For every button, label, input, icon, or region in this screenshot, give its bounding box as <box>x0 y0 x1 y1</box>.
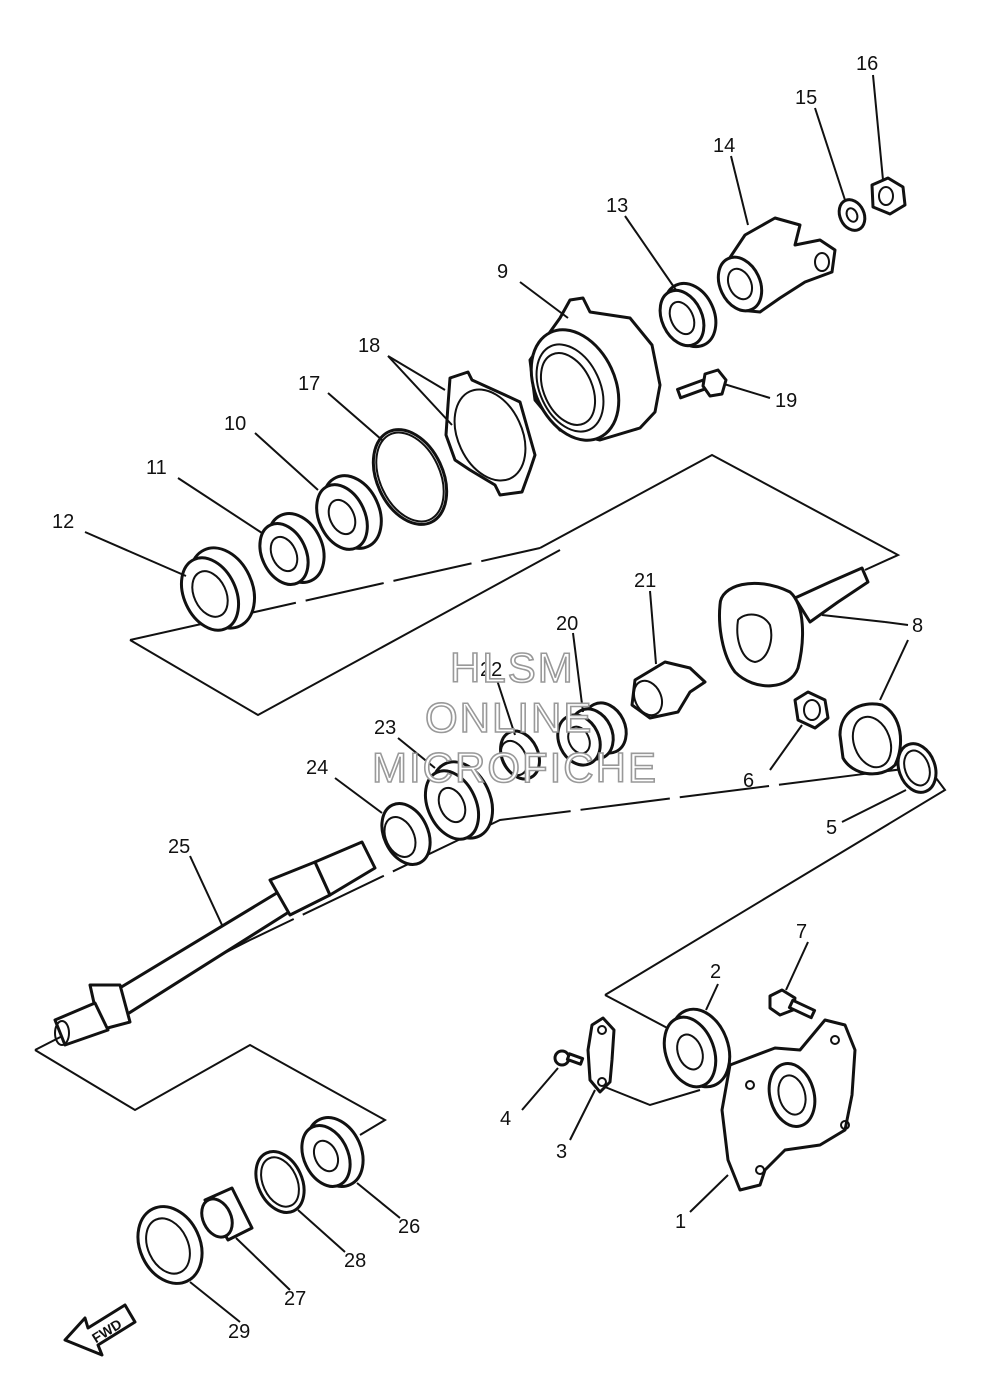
part-15-washer <box>837 198 867 232</box>
callout-8: 8 <box>912 615 923 637</box>
frame-lower <box>34 1043 387 1136</box>
watermark-line-3: MICROFICHE <box>372 744 658 791</box>
part-8-gear-set <box>718 566 903 776</box>
part-17-o-ring <box>371 428 449 526</box>
part-3-plate <box>586 1016 616 1094</box>
part-9-housing <box>528 296 662 442</box>
frame-upper-left <box>129 549 561 717</box>
part-16-nut <box>870 176 907 216</box>
part-21-coupling <box>630 660 707 720</box>
watermark-line-2: ONLINE <box>425 694 593 741</box>
part-27-collar <box>200 1186 254 1242</box>
callout-6: 6 <box>743 770 754 792</box>
callout-15: 15 <box>795 87 817 109</box>
part-10-bearing <box>315 474 383 551</box>
part-1-bracket <box>720 1018 857 1192</box>
part-26-bearing <box>300 1116 365 1188</box>
callout-5: 5 <box>826 817 837 839</box>
callout-10: 10 <box>224 413 246 435</box>
callout-12: 12 <box>52 511 74 533</box>
callout-20: 20 <box>556 613 578 635</box>
callout-11: 11 <box>146 457 167 479</box>
callout-16: 16 <box>856 53 878 75</box>
callout-29: 29 <box>228 1321 250 1343</box>
part-6-nut <box>793 690 830 730</box>
callout-24: 24 <box>306 757 328 779</box>
leader-lines <box>84 74 909 1323</box>
part-28-circlip <box>254 1150 306 1214</box>
callout-22: 22 <box>480 659 502 681</box>
callout-1: 1 <box>675 1211 686 1233</box>
part-29-oil-seal <box>136 1205 204 1285</box>
part-24-oil-seal <box>380 802 432 866</box>
part-22-collar <box>499 729 541 781</box>
callout-26: 26 <box>398 1216 420 1238</box>
part-4-screw <box>553 1049 585 1067</box>
callout-19: 19 <box>775 390 797 412</box>
callout-13: 13 <box>606 195 628 217</box>
callout-2: 2 <box>710 961 721 983</box>
frame-upper-diag <box>129 547 541 641</box>
part-19-bolt <box>676 368 728 400</box>
frame-upper-right <box>539 453 901 571</box>
part-14-yoke <box>716 216 837 314</box>
frame-right-bottom <box>599 1084 701 1107</box>
watermark-line-1: HLSM <box>450 644 575 691</box>
part-23-bearing <box>423 760 494 841</box>
callout-4: 4 <box>500 1108 511 1130</box>
callout-17: 17 <box>298 373 320 395</box>
callout-21: 21 <box>634 570 656 592</box>
callouts: 12 11 10 17 18 9 13 14 15 16 19 8 21 20 … <box>52 53 923 1343</box>
callout-3: 3 <box>556 1141 567 1163</box>
callout-14: 14 <box>713 135 735 157</box>
frame-right-upper <box>604 769 947 996</box>
part-12-bearing <box>179 546 256 632</box>
part-7-bolt <box>768 988 817 1020</box>
part-18-shim <box>444 370 537 497</box>
watermark: HLSM ONLINE MICROFICHE <box>371 643 658 792</box>
part-20-spring <box>556 701 628 767</box>
part-13-oil-seal <box>658 281 718 349</box>
part-11-nut <box>258 512 326 586</box>
callout-9: 9 <box>497 261 508 283</box>
callout-23: 23 <box>374 717 396 739</box>
callout-27: 27 <box>284 1288 306 1310</box>
fwd-arrow-icon: FWD <box>63 1303 137 1357</box>
part-2-bearing <box>662 1007 732 1089</box>
callout-18: 18 <box>358 335 380 357</box>
part-25-shaft <box>53 840 377 1047</box>
callout-25: 25 <box>168 836 190 858</box>
callout-7: 7 <box>796 921 807 943</box>
callout-28: 28 <box>344 1250 366 1272</box>
part-5-shim <box>896 742 938 794</box>
